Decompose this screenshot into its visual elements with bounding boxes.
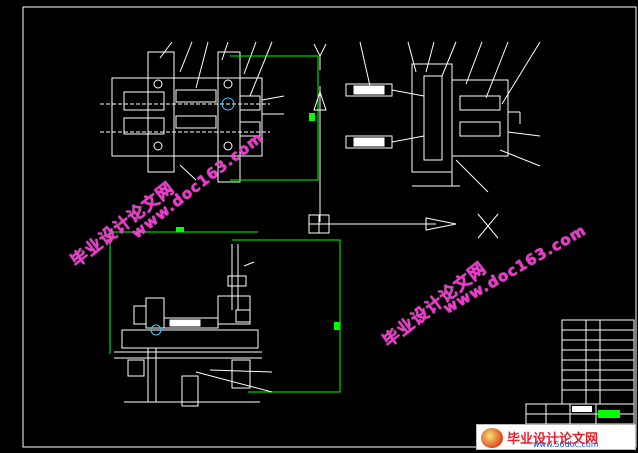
y-axis-label: Y [326,49,327,51]
title-block [525,319,635,425]
front-view [114,244,273,407]
y-axis-arrow [313,43,327,222]
site-banner-url: www.56doc.com [533,440,599,449]
dimension-label-vertical [334,322,340,330]
side-view [345,41,541,193]
site-banner[interactable]: 毕业设计论文网 www.56doc.com [476,424,636,450]
dimension-label-horizontal [176,227,184,232]
sheet-border [22,6,637,448]
dimension-label [309,113,315,121]
frame-outline-top [230,55,319,181]
x-axis-arrow [308,213,499,239]
site-banner-title: 毕业设计论文网 [507,432,599,447]
plan-view [100,41,285,183]
frame-outline-bottom-left [109,231,258,354]
site-logo-icon [481,428,503,448]
frame-outline-bottom-right [232,239,341,393]
x-axis-label: X [488,209,489,211]
